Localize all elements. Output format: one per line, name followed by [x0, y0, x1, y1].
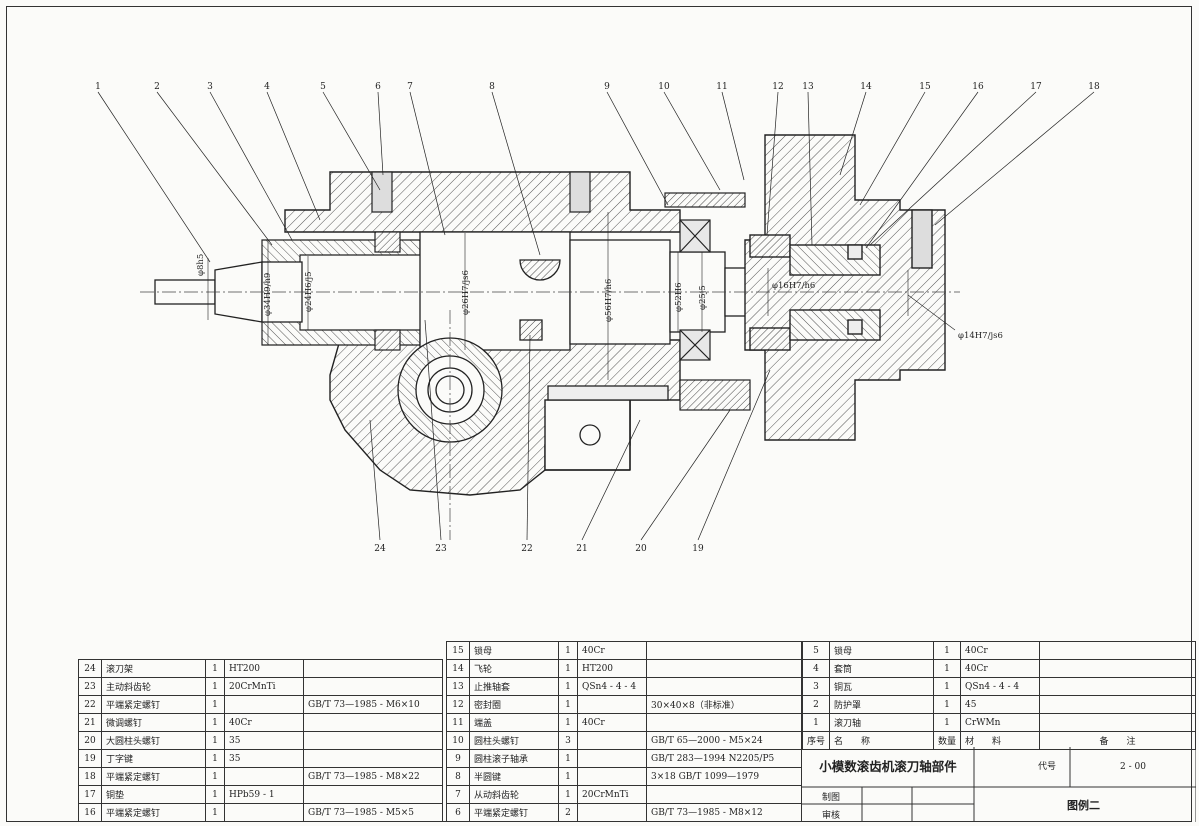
balloon-14: 14	[860, 82, 872, 92]
dim-d3: φ24H6/j5	[304, 272, 314, 313]
balloon-23: 23	[435, 544, 447, 554]
balloon-22: 22	[521, 544, 532, 554]
dim-d6: φ52H6	[674, 282, 684, 312]
dim-d1: φ8h5	[196, 254, 206, 276]
code-label: 代号	[1037, 762, 1056, 772]
balloon-16: 16	[972, 82, 984, 92]
balloon-20: 20	[635, 544, 647, 554]
balloon-3: 3	[207, 82, 213, 92]
dim-d4: φ26H7/js6	[461, 270, 471, 315]
dim-d7: φ25j5	[698, 285, 708, 310]
balloon-24: 24	[374, 544, 386, 554]
dimension-texts: φ8h5 φ34H9/h9 φ24H6/j5 φ26H7/js6 φ56H7/h…	[196, 254, 1003, 341]
leader-lines	[97, 91, 1095, 541]
checked-by-label: 审核	[822, 811, 841, 821]
balloon-4: 4	[264, 82, 270, 92]
balloon-8: 8	[489, 82, 495, 92]
example-label: 图例二	[1067, 799, 1100, 812]
balloon-13: 13	[802, 82, 814, 92]
balloon-21: 21	[576, 544, 587, 554]
bearing-group	[664, 192, 751, 411]
dim-d9: φ14H7/js6	[958, 331, 1003, 341]
drawing-frame	[6, 6, 1192, 822]
dim-d5: φ56H7/h6	[604, 279, 614, 322]
balloon-17: 17	[1030, 82, 1042, 92]
title-block: 小模数滚齿机滚刀轴部件 代号 2 - 00 制图 审核 图例二	[802, 747, 1196, 822]
balloon-12: 12	[772, 82, 783, 92]
dim-d8: φ16H7/h6	[772, 281, 815, 291]
drawing-number: 2 - 00	[1120, 762, 1146, 772]
balloon-numbers: 1 2 3 4 5 6 7 8 9 10 11 12 13 14 15 16 1…	[95, 82, 1100, 554]
balloon-15: 15	[919, 82, 931, 92]
balloon-7: 7	[407, 82, 413, 92]
centerlines	[140, 291, 960, 540]
balloon-6: 6	[375, 82, 381, 92]
flywheel	[744, 134, 946, 441]
table-header-row: 序号名 称数量材 料备 注	[801, 731, 1196, 750]
balloon-18: 18	[1088, 82, 1100, 92]
dimension-lines	[207, 212, 956, 380]
title-block-grid	[802, 747, 1196, 822]
dim-d2: φ34H9/h9	[263, 273, 273, 316]
balloon-5: 5	[320, 82, 326, 92]
balloon-1: 1	[95, 82, 101, 92]
balloon-10: 10	[658, 82, 670, 92]
balloon-11: 11	[716, 82, 727, 92]
balloon-19: 19	[692, 544, 704, 554]
balloon-9: 9	[604, 82, 610, 92]
drawing-title: 小模数滚齿机滚刀轴部件	[819, 759, 957, 774]
drawn-by-label: 制图	[822, 793, 841, 803]
balloon-2: 2	[154, 82, 160, 92]
